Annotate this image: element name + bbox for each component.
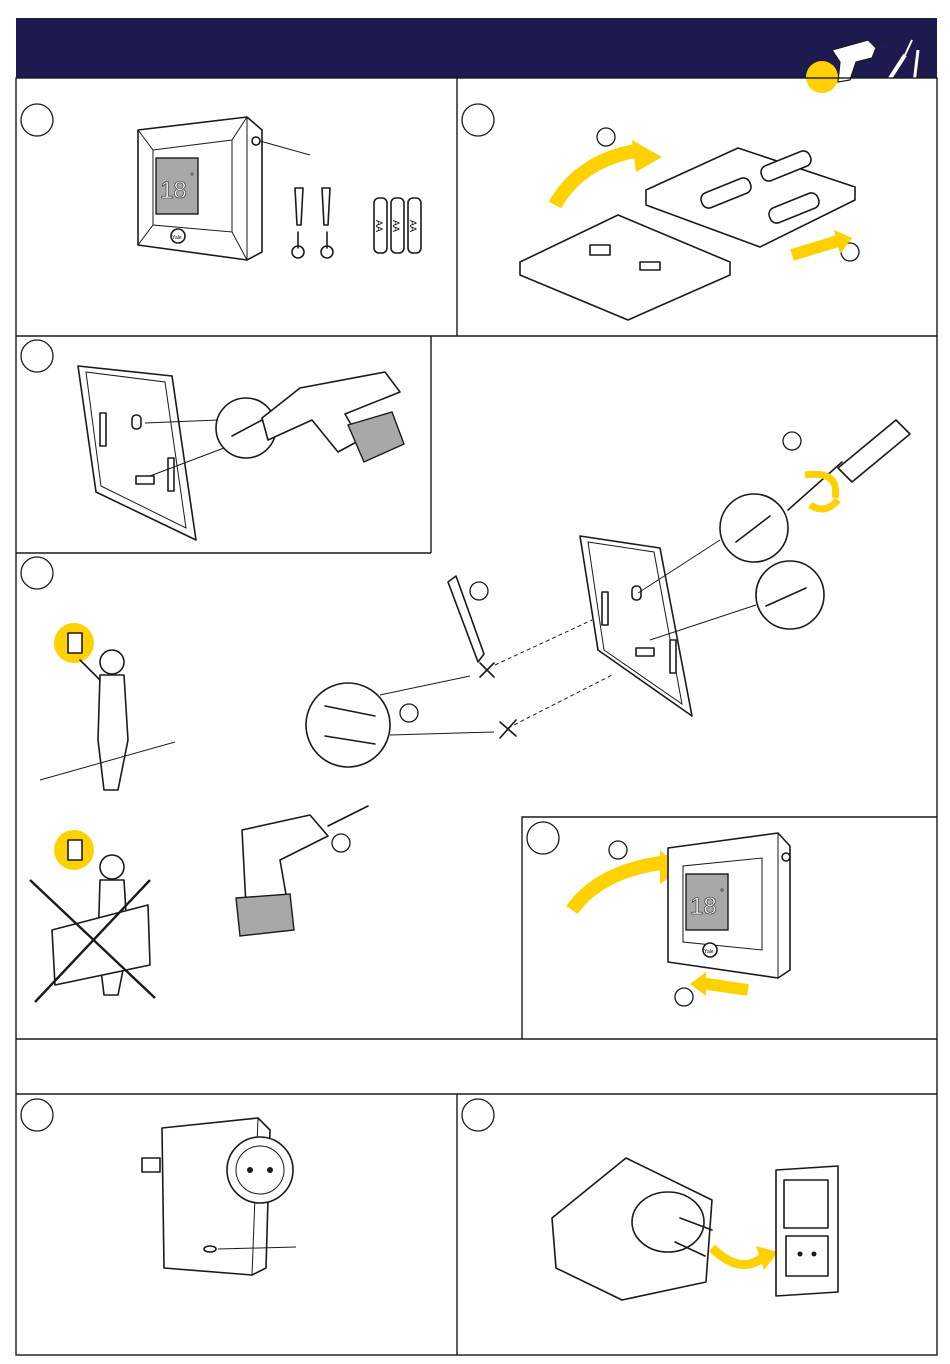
side-button	[252, 137, 260, 145]
arrow-icon	[792, 241, 838, 255]
panel-attach-thermostat: 18 ° Yale	[572, 833, 790, 996]
thermostat-degree: °	[190, 172, 194, 183]
step-badge	[462, 104, 494, 136]
substep-badge	[400, 704, 418, 722]
step-badges	[21, 104, 859, 1131]
step-badge	[21, 1099, 53, 1131]
panel-plug-into-wall	[552, 1158, 838, 1300]
back-plate	[520, 215, 730, 320]
step-badge	[462, 1099, 494, 1131]
thermostat-temp: 18	[160, 177, 187, 204]
thermostat-front: 18 ° Yale	[668, 833, 790, 978]
panel-plug-receiver	[142, 1118, 296, 1275]
wall-plugs-zoom	[306, 683, 390, 767]
person-icon	[80, 650, 128, 790]
step-badge	[21, 557, 53, 589]
radiator-icon	[52, 905, 150, 985]
panel-open-case	[520, 140, 855, 320]
thermostat-temp: 18	[690, 893, 717, 920]
step-badge	[527, 822, 559, 854]
thermostat-front: 18 ° Yale	[138, 117, 310, 260]
substep-badge	[675, 988, 693, 1006]
substep-badge	[609, 841, 627, 859]
arrow-icon	[555, 150, 640, 205]
panel-contents: 18 ° Yale AA AA AA	[138, 117, 421, 260]
header-accent-dot	[806, 61, 838, 93]
led-indicator	[204, 1246, 216, 1252]
front-cover-open	[646, 148, 855, 247]
panel-drill-plate	[78, 366, 404, 540]
thermostat-degree: °	[720, 888, 724, 899]
substep-badge	[597, 128, 615, 146]
substep-badge	[332, 834, 350, 852]
step-badge	[21, 104, 53, 136]
battery-label: AA	[408, 220, 418, 232]
screwdriver-icon	[788, 420, 910, 510]
battery-icon: AA AA AA	[374, 198, 421, 253]
drill-icon	[236, 806, 368, 936]
panel-mount-plate	[306, 420, 910, 767]
substep-badge	[783, 432, 801, 450]
header-band	[16, 18, 937, 78]
header	[16, 18, 937, 100]
plug-icon	[552, 1158, 712, 1300]
plug-icon	[142, 1118, 296, 1275]
screws-icon	[292, 232, 333, 258]
panel-placement	[30, 623, 368, 1002]
socket-icon	[776, 1166, 838, 1296]
wall-plugs-icon	[295, 188, 330, 225]
step-badge	[21, 340, 53, 372]
yale-badge: Yale	[704, 949, 714, 955]
battery-label: AA	[391, 220, 401, 232]
battery-label: AA	[374, 220, 384, 232]
substep-badge	[470, 582, 488, 600]
yale-badge: Yale	[172, 235, 182, 241]
